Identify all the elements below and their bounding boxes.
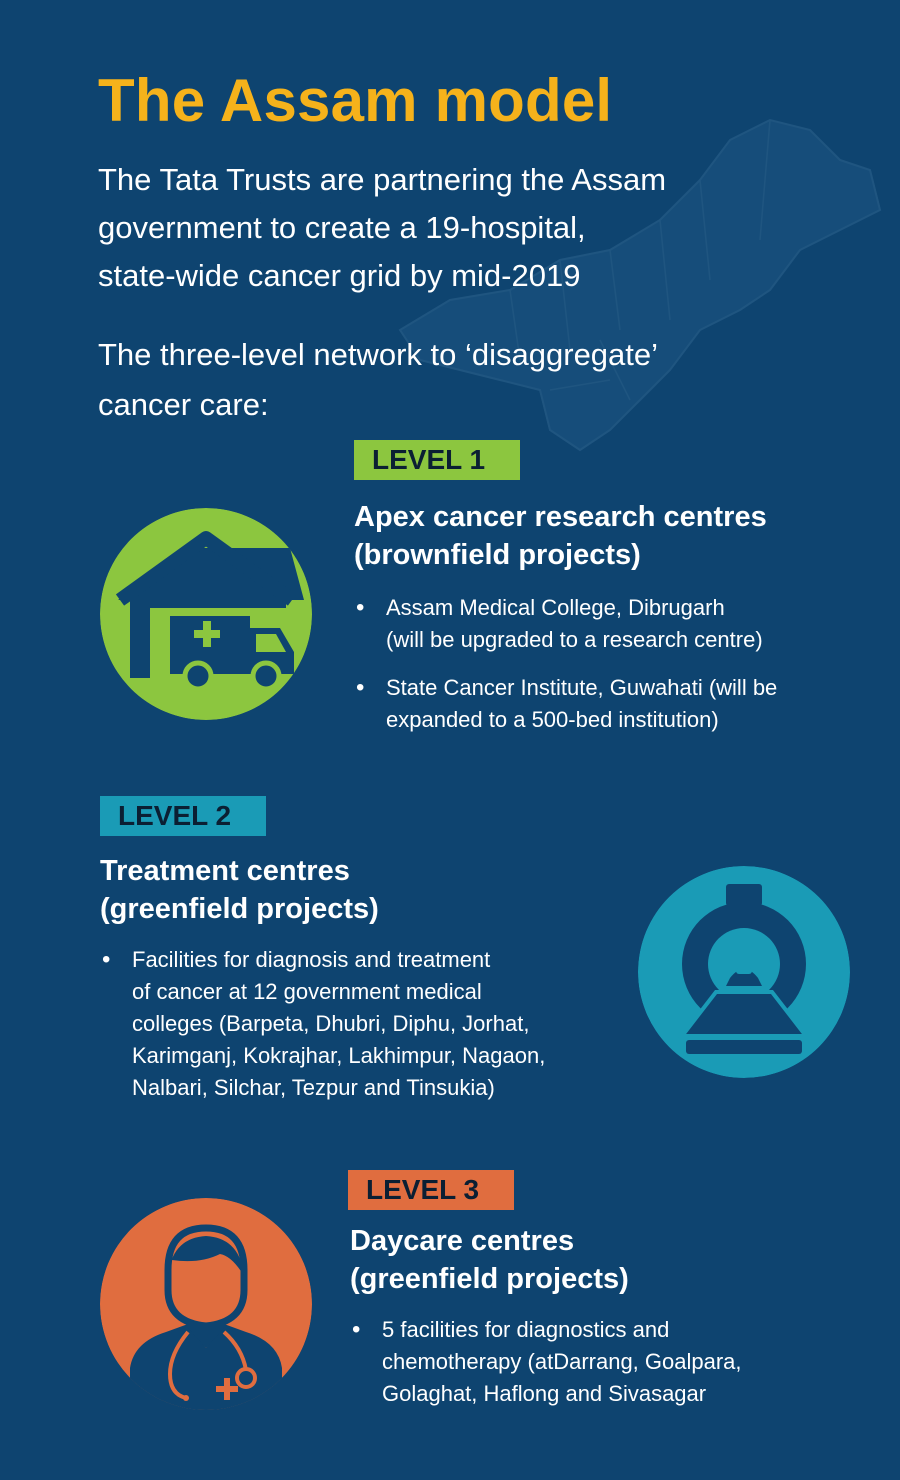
level-1-section: Apex cancer research centres (brownfield… xyxy=(354,498,874,736)
list-item: State Cancer Institute, Guwahati (will b… xyxy=(354,672,874,736)
level-2-badge: LEVEL 2 xyxy=(100,796,266,836)
ct-scanner-icon xyxy=(638,866,850,1078)
bullet-line: of cancer at 12 government medical xyxy=(132,979,482,1004)
bullet-line: Karimganj, Kokrajhar, Lakhimpur, Nagaon, xyxy=(132,1043,546,1068)
intro-line: The Tata Trusts are partnering the Assam xyxy=(98,162,667,197)
assam-map-icon xyxy=(398,118,882,452)
list-item: 5 facilities for diagnostics and chemoth… xyxy=(350,1314,870,1410)
intro-line: state-wide cancer grid by mid-2019 xyxy=(98,258,581,293)
bullet-line: Assam Medical College, Dibrugarh xyxy=(386,595,725,620)
level-2-heading-line: Treatment centres xyxy=(100,855,350,887)
level-1-badge: LEVEL 1 xyxy=(354,440,520,480)
intro-text: The Tata Trusts are partnering the Assam… xyxy=(98,156,778,300)
network-intro: The three-level network to ‘disaggregate… xyxy=(98,330,798,430)
level-3-section: Daycare centres (greenfield projects) 5 … xyxy=(350,1222,870,1410)
bullet-line: Facilities for diagnosis and treatment xyxy=(132,947,491,972)
bullet-line: State Cancer Institute, Guwahati (will b… xyxy=(386,675,778,700)
level-3-heading-line: (greenfield projects) xyxy=(350,1263,629,1295)
level-2-bullets: Facilities for diagnosis and treatment o… xyxy=(100,944,620,1104)
level-3-heading: Daycare centres (greenfield projects) xyxy=(350,1222,870,1298)
network-intro-line: The three-level network to ‘disaggregate… xyxy=(98,337,659,372)
list-item: Assam Medical College, Dibrugarh (will b… xyxy=(354,592,874,656)
bullet-line: Golaghat, Haflong and Sivasagar xyxy=(382,1381,707,1406)
bullet-line: colleges (Barpeta, Dhubri, Diphu, Jorhat… xyxy=(132,1011,530,1036)
network-intro-line: cancer care: xyxy=(98,387,269,422)
level-1-heading-line: (brownfield projects) xyxy=(354,539,641,571)
level-1-heading: Apex cancer research centres (brownfield… xyxy=(354,498,874,574)
level-2-heading: Treatment centres (greenfield projects) xyxy=(100,852,620,928)
level-2-heading-line: (greenfield projects) xyxy=(100,893,379,925)
page-title: The Assam model xyxy=(98,67,613,134)
level-1-bullets: Assam Medical College, Dibrugarh (will b… xyxy=(354,592,874,736)
level-1-heading-line: Apex cancer research centres xyxy=(354,501,767,533)
level-2-section: Treatment centres (greenfield projects) … xyxy=(100,852,620,1104)
bullet-line: chemotherapy (atDarrang, Goalpara, xyxy=(382,1349,742,1374)
bullet-line: 5 facilities for diagnostics and xyxy=(382,1317,670,1342)
house-ambulance-icon xyxy=(100,508,312,720)
list-item: Facilities for diagnosis and treatment o… xyxy=(100,944,620,1104)
intro-line: government to create a 19-hospital, xyxy=(98,210,586,245)
level-3-bullets: 5 facilities for diagnostics and chemoth… xyxy=(350,1314,870,1410)
doctor-icon xyxy=(100,1198,312,1410)
level-3-badge: LEVEL 3 xyxy=(348,1170,514,1210)
bullet-line: Nalbari, Silchar, Tezpur and Tinsukia) xyxy=(132,1075,495,1100)
bullet-line: expanded to a 500-bed institution) xyxy=(386,707,719,732)
bullet-line: (will be upgraded to a research centre) xyxy=(386,627,763,652)
level-3-heading-line: Daycare centres xyxy=(350,1225,575,1257)
